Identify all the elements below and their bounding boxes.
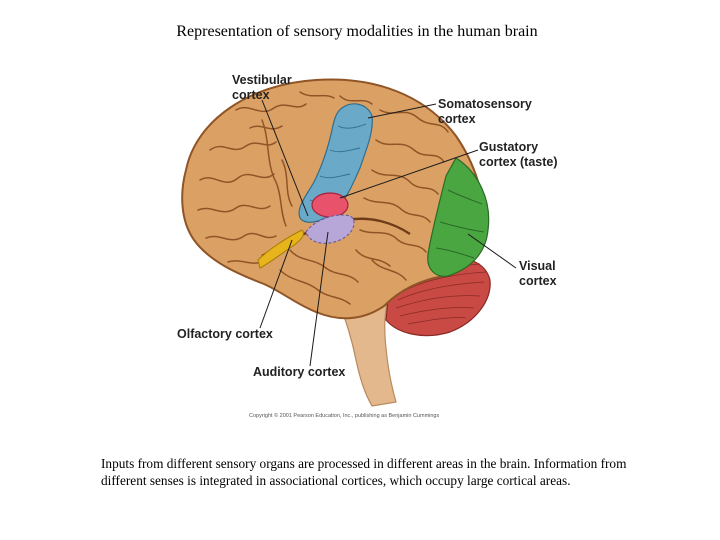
gustatory-cortex-label: Gustatory cortex (taste)	[479, 140, 558, 169]
olfactory-cortex-region	[257, 229, 304, 269]
brainstem	[337, 299, 397, 407]
somatosensory-cortex-region	[298, 103, 373, 223]
visual-leader	[467, 233, 517, 269]
somatosensory-leader	[367, 103, 437, 119]
caption-text: Inputs from different sensory organs are…	[101, 456, 627, 488]
vestibular-cortex-label: Vestibular cortex	[232, 73, 292, 102]
visual-cortex-label: Visual cortex	[519, 259, 557, 288]
olfactory-leader	[259, 239, 293, 329]
auditory-leader	[309, 231, 329, 367]
copyright-notice: Copyright © 2001 Pearson Education, Inc.…	[249, 413, 440, 419]
visual-cortex-region	[427, 157, 490, 277]
gustatory-leader	[339, 149, 479, 199]
page-title: Representation of sensory modalities in …	[176, 23, 538, 40]
vestibular-leader	[261, 99, 309, 217]
leader-lines	[259, 99, 517, 367]
olfactory-cortex-label: Olfactory cortex	[177, 327, 273, 341]
auditory-cortex-label: Auditory cortex	[253, 365, 346, 379]
somatosensory-cortex-label: Somatosensory cortex	[438, 97, 532, 126]
auditory-cortex-region	[305, 214, 355, 244]
visual-cortex-folds	[435, 189, 485, 259]
